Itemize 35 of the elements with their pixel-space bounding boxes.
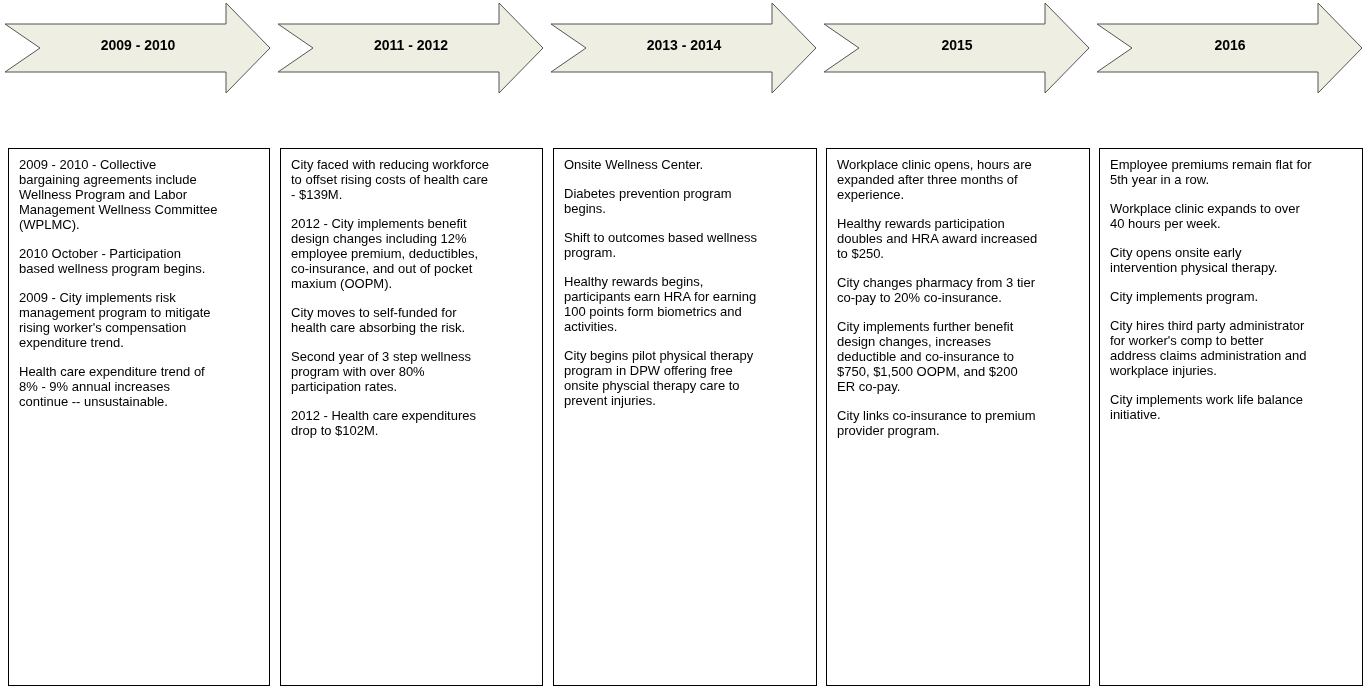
event-text: Onsite Wellness Center.	[564, 157, 705, 172]
period-label: 2016	[1213, 37, 1247, 53]
event-text: City changes pharmacy from 3 tier co-pay to 20% co-insurance.	[837, 275, 1036, 305]
event-box	[8, 148, 270, 686]
event-text: Diabetes prevention program begins.	[564, 186, 733, 216]
event-text: Healthy rewards participation doubles and HRA award increased to $250.	[837, 216, 1039, 261]
event-text: Shift to outcomes based wellness program.	[564, 230, 758, 260]
period-label: 2009 - 2010	[99, 37, 177, 53]
event-text: 2009 - 2010 - Collective bargaining agreements include Wellness Program and Labor Management Wellness Committee (WPLMC).	[19, 157, 219, 232]
event-text: 2010 October - Participation based wellness program begins.	[19, 246, 207, 276]
event-text: City links co-insurance to premium provider program.	[837, 408, 1037, 438]
event-box	[280, 148, 543, 686]
event-box	[826, 148, 1090, 686]
period-label: 2011 - 2012	[373, 37, 449, 53]
event-box	[553, 148, 817, 686]
event-text: Employee premiums remain flat for 5th year in a row.	[1110, 157, 1312, 187]
event-text: Workplace clinic opens, hours are expanded after three months of experience.	[837, 157, 1033, 202]
event-text: City begins pilot physical therapy program in DPW offering free onsite physcial therapy care to prevent injuries.	[564, 348, 755, 408]
period-label: 2013 - 2014	[645, 37, 723, 53]
event-text: City faced with reducing workforce to offset rising costs of health care - $139M.	[291, 157, 490, 202]
period-label: 2015	[940, 37, 974, 53]
event-text: Second year of 3 step wellness program with over 80% participation rates.	[291, 349, 472, 394]
event-text: Health care expenditure trend of 8% - 9% annual increases continue -- unsustainable.	[19, 364, 206, 409]
event-box	[1099, 148, 1363, 686]
event-text: City opens onsite early intervention physical therapy.	[1110, 245, 1279, 275]
event-text: Healthy rewards begins, participants earn HRA for earning 100 points form biometrics and activities.	[564, 274, 758, 334]
event-text: 2012 - Health care expenditures drop to $102M.	[291, 408, 477, 438]
event-text: Workplace clinic expands to over 40 hours per week.	[1110, 201, 1301, 231]
event-text: City moves to self-funded for health care absorbing the risk.	[291, 305, 467, 335]
event-text: City hires third party administrator for worker's comp to better address claims administration and workplace injuries.	[1110, 318, 1308, 378]
event-text: 2012 - City implements benefit design changes including 12% employee premium, deductibles, co-insurance, and out of pocket maxium (OOPM).	[291, 216, 480, 291]
event-text: 2009 - City implements risk management program to mitigate rising worker's compensation expenditure trend.	[19, 290, 212, 350]
event-text: City implements program.	[1110, 289, 1260, 304]
event-text: City implements work life balance initiative.	[1110, 392, 1304, 422]
event-text: City implements further benefit design changes, increases deductible and co-insurance to $750, $1,500 OOPM, and $200 ER co-pay.	[837, 319, 1019, 394]
